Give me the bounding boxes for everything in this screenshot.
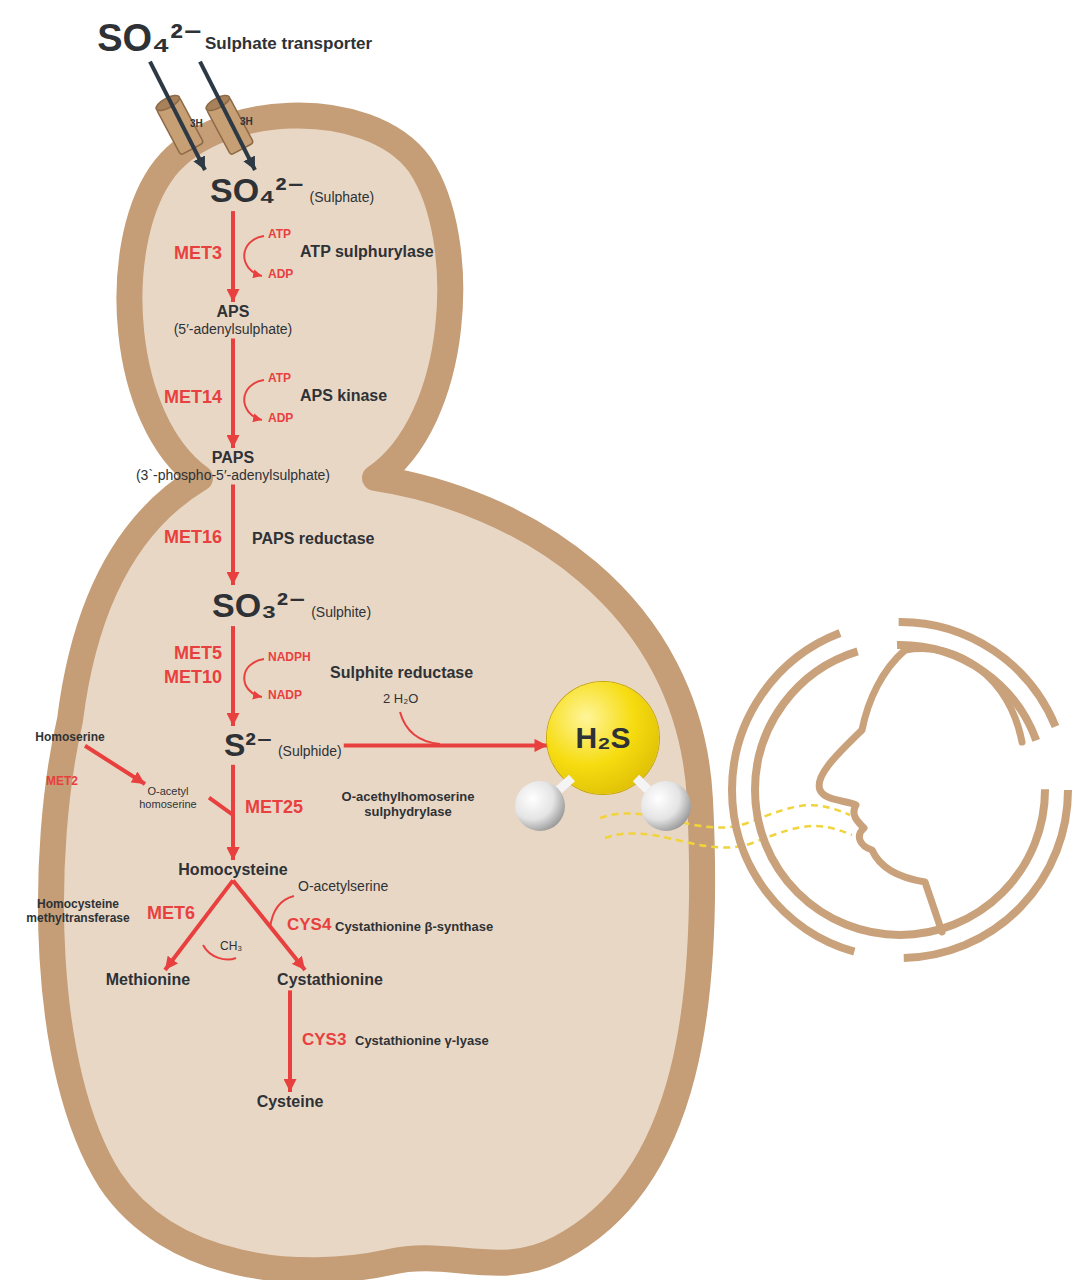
enzyme-name: APS kinase [300,387,387,405]
cofactor-arc [244,659,264,697]
enzyme-name: Sulphite reductase [330,664,473,682]
cofactor: ATP [268,372,291,386]
transporter-label: Sulphate transporter [205,34,372,54]
pathway-arrow [231,765,235,860]
enzyme-name: PAPS reductase [252,530,374,548]
bond [636,778,653,795]
node-name: SO₄²⁻ [97,17,203,61]
proton-label: 3H [190,118,203,130]
h2s-molecule: H₂S [547,682,659,794]
node-name: SO₄²⁻ [210,171,305,210]
node-subtitle: (3`-phospho-5′-adenylsulphate) [136,467,330,483]
pathway-arrow [165,880,233,970]
water-arc [400,712,440,744]
metabolite: O-acetyl homoserine [127,784,209,811]
node-name: APS [217,303,250,321]
pathway-arrow [231,338,235,448]
node-subtitle: (Sulphate) [310,189,375,205]
gene-name: MET16 [164,527,222,548]
smell-wave [600,805,850,827]
node-subtitle: (Sulphide) [278,743,342,759]
metabolite: Homocysteine [176,860,289,880]
cofactor: ATP [268,228,291,242]
proton-label: 3H [240,116,253,128]
pathway-arrow [288,990,292,1092]
pathway-arrow [209,798,233,860]
pathway-arrow [231,484,235,585]
ring [732,622,1068,958]
cofactor: ADP [268,268,293,282]
enzyme-name: O-acethylhomoserine sulphydrylase [318,790,498,820]
metabolite: APS(5′-adenylsulphate) [172,302,295,338]
enzyme-name: ATP sulphurylase [300,243,434,261]
ring [755,645,1045,935]
pathway-arrow [344,743,548,747]
bond [553,778,572,795]
smell-wave [605,826,852,848]
gene-name: MET6 [147,903,195,924]
cofactor-arc [244,236,264,276]
node-name: O-acetyl homoserine [129,785,207,810]
enzyme-name: Homocysteine methyltransferase [16,898,140,926]
cofactor-arc [244,380,264,420]
nose-illustration [732,622,1068,958]
gene-name: CYS4 [287,915,331,935]
gene-name: CYS3 [302,1030,346,1050]
gene-name: MET14 [164,387,222,408]
node-name: H₂S [575,721,630,756]
gene-name: MET5 [174,643,222,664]
pathway-arrow [150,62,205,170]
ion-label: SO₄²⁻ [95,16,205,62]
pathway-arrow [231,626,235,726]
hydrogen-atom [515,781,565,831]
metabolite: SO₄²⁻ (Sulphate) [208,170,376,211]
node-name: Methionine [106,971,190,989]
pathway-arrow [231,211,235,302]
node-subtitle: (5′-adenylsulphate) [174,321,293,337]
node-name: S²⁻ [224,727,273,764]
sulphate-transporter [154,93,204,156]
metabolite: Methionine [104,970,192,990]
face-profile [819,650,942,932]
gene-name: MET2 [46,775,78,789]
node-name: Cystathionine [277,971,383,989]
gene-name: MET10 [164,667,222,688]
gene-name: MET3 [174,243,222,264]
metabolite: Cystathionine [275,970,385,990]
cofactor: NADPH [268,651,311,665]
yeast-cell-outline [51,115,702,1270]
metabolite: SO₃²⁻ (Sulphite) [210,585,373,626]
node-subtitle: (Sulphite) [311,604,371,620]
node-name: PAPS [212,449,254,467]
metabolite: PAPS(3`-phospho-5′-adenylsulphate) [134,448,332,484]
hydrogen-atom [641,781,691,831]
enzyme-name: Cystathionine γ-lyase [355,1034,489,1049]
node-name: Homoserine [35,731,104,745]
sulphate-transporter [204,93,254,156]
enzyme-name: Cystathionine β-synthase [335,920,493,935]
substrate-label: O-acetylserine [298,878,388,894]
gene-name: MET25 [245,797,303,818]
cofactor: NADP [268,689,302,703]
node-name: SO₃²⁻ [212,586,306,625]
water-label: 2 H₂O [383,692,418,707]
cofactor: ADP [268,412,293,426]
node-name: Cysteine [257,1093,324,1111]
metabolite: Cysteine [255,1092,326,1112]
metabolite: S²⁻ (Sulphide) [222,726,344,765]
pathway-arrow [85,746,145,784]
methyl-label: CH₃ [220,940,242,954]
smell-waves [600,805,852,847]
metabolite: Homoserine [33,730,106,746]
pathway-arrow [200,62,255,170]
node-name: Homocysteine [178,861,287,879]
head-outline [905,648,1022,742]
